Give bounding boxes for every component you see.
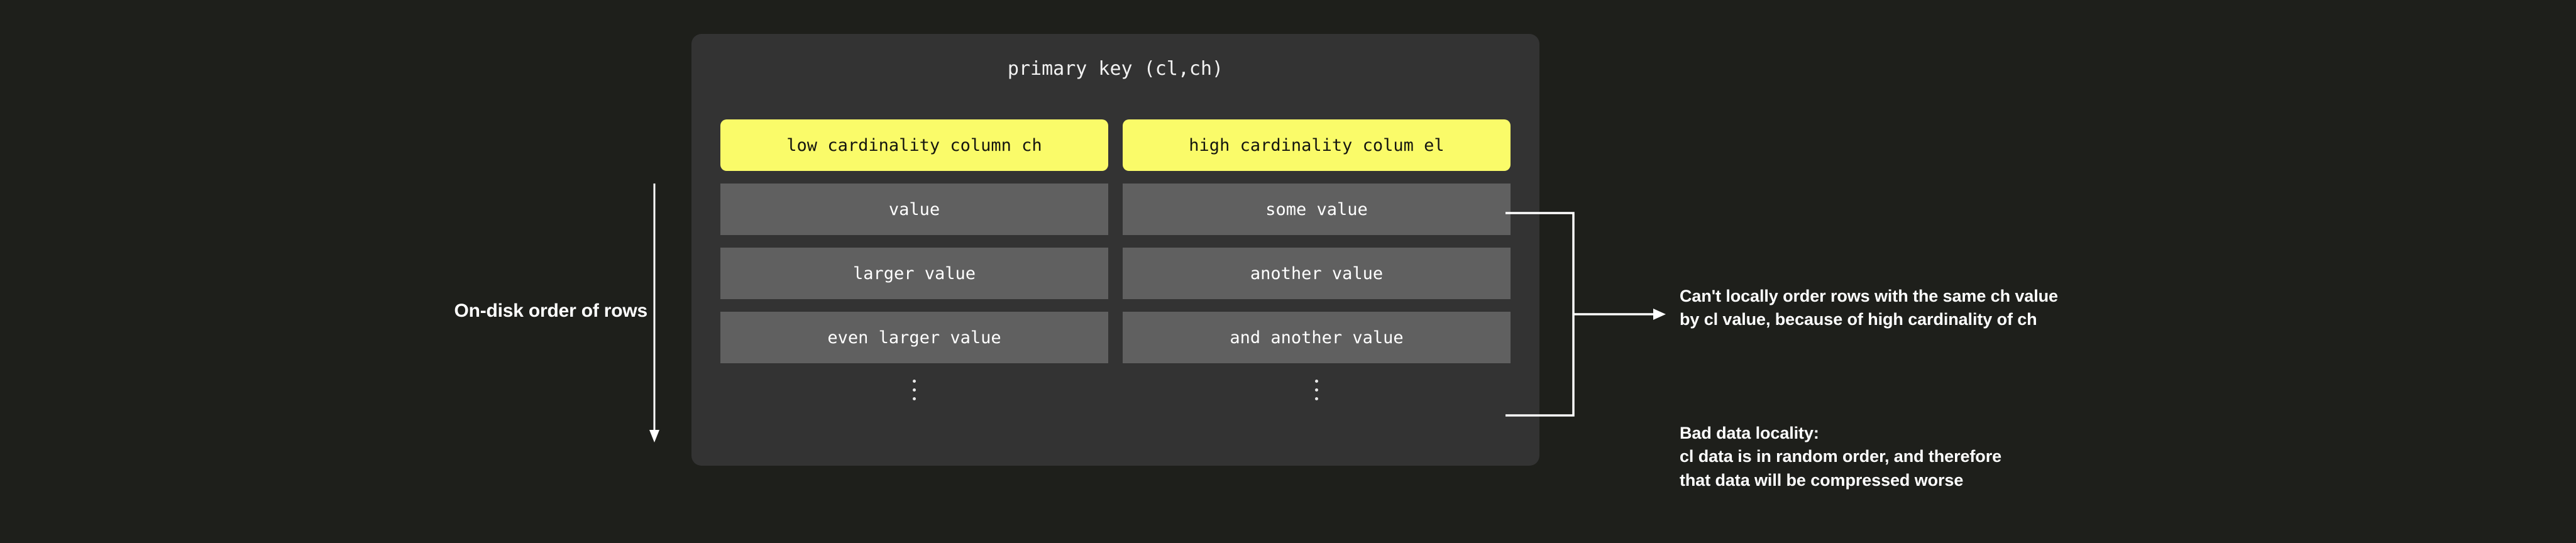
- column-header-low-cardinality: low cardinality column ch: [720, 119, 1108, 171]
- primary-key-card: primary key (cl,ch) low cardinality colu…: [691, 34, 1539, 466]
- cell-left-1: value: [720, 184, 1108, 235]
- cell-left-2: larger value: [720, 248, 1108, 299]
- cell-right-3: and another value: [1123, 312, 1511, 363]
- cell-right-1: some value: [1123, 184, 1511, 235]
- table-row: value some value: [720, 184, 1511, 235]
- column-header-row: low cardinality column ch high cardinali…: [720, 119, 1511, 171]
- card-title: primary key (cl,ch): [1007, 58, 1224, 80]
- cell-right-2: another value: [1123, 248, 1511, 299]
- continuation-row: [720, 376, 1511, 420]
- callout-ordering-note: Can't locally order rows with the same c…: [1680, 287, 2058, 329]
- table-row: even larger value and another value: [720, 312, 1511, 363]
- column-grid: low cardinality column ch high cardinali…: [720, 119, 1511, 420]
- on-disk-order-label: On-disk order of rows: [454, 300, 647, 321]
- callout-locality-note: Bad data locality: cl data is in random …: [1680, 424, 2002, 490]
- cell-left-3: even larger value: [720, 312, 1108, 363]
- down-arrow-icon: [649, 184, 659, 442]
- column-header-high-cardinality: high cardinality colum el: [1123, 119, 1511, 171]
- vertical-ellipsis-icon-left: [913, 376, 916, 400]
- callout-bracket-arrow-icon: [1505, 212, 1666, 417]
- table-row: larger value another value: [720, 248, 1511, 299]
- vertical-ellipsis-icon-right: [1315, 376, 1318, 400]
